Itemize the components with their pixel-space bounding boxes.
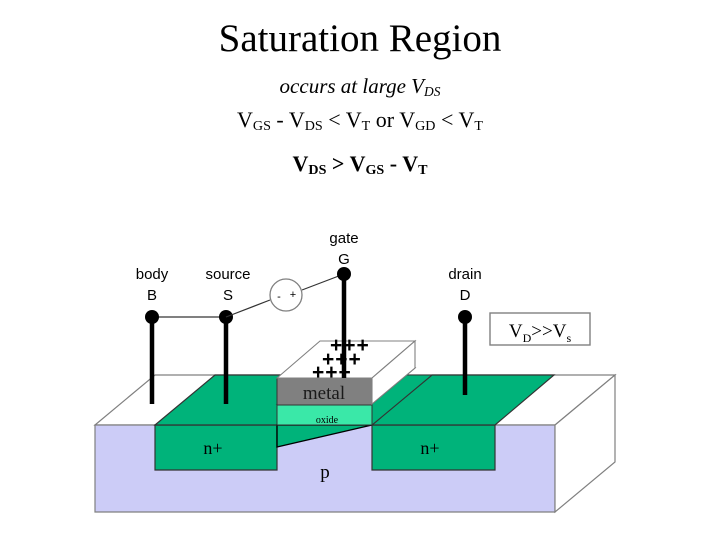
gate-terminal-dot[interactable]	[337, 267, 351, 281]
eq1-v5-sub: T	[474, 118, 483, 135]
eq1-v2: V	[288, 107, 305, 132]
eq1-op4: <	[440, 107, 454, 132]
page-title: Saturation Region	[218, 17, 502, 60]
equation-line-2: VDS > VGS - VT	[0, 150, 720, 184]
oxide-label: oxide	[316, 415, 339, 426]
equation-line-1: VGS - VDS < VT or VGD < VT	[0, 106, 720, 140]
voltage-source-plus: +	[290, 289, 296, 301]
metal-gate-front	[276, 377, 373, 406]
drain-terminal-symbol: D	[460, 287, 471, 304]
source-terminal-name: source	[205, 266, 250, 283]
gate-source-wire-left	[225, 299, 271, 318]
eq2-v1-sub: DS	[308, 162, 327, 179]
eq1-op2: <	[328, 107, 341, 132]
eq1-v5: V	[458, 107, 475, 132]
eq2-v3-sub: T	[418, 162, 428, 179]
eq1-op1: -	[276, 107, 284, 132]
condition-box-text: VD>>Vs	[509, 321, 572, 345]
charge-row-bottom: +++	[312, 361, 352, 384]
eq1-v4-sub: GD	[415, 118, 436, 135]
source-ndiff-label: n+	[203, 438, 222, 458]
eq1-v1: V	[237, 107, 253, 132]
voltage-source-symbol[interactable]	[269, 278, 303, 312]
eq1-v3-sub: T	[361, 118, 371, 135]
eq2-op1: >	[331, 151, 345, 176]
condition-box	[489, 312, 591, 346]
drain-terminal-dot[interactable]	[458, 310, 472, 324]
subtitle-text: occurs at large V	[279, 74, 424, 98]
charge-row-middle: +++	[322, 348, 362, 371]
gate-terminal-name: gate	[329, 230, 358, 247]
condition-v2-sub: s	[566, 331, 571, 345]
eq2-v2: V	[349, 151, 366, 176]
voltage-source-minus: -	[277, 291, 281, 303]
subtitle-sub: DS	[424, 83, 441, 99]
condition-v1: V	[509, 321, 523, 342]
substrate-label: p	[320, 462, 330, 483]
substrate-right-face	[554, 373, 616, 514]
condition-v2: V	[553, 321, 567, 342]
charge-row-top: +++	[330, 334, 370, 357]
source-terminal-symbol: S	[223, 287, 233, 304]
body-terminal-name: body	[136, 266, 169, 283]
eq1-v1-sub: GS	[252, 118, 271, 135]
eq1-v2-sub: DS	[304, 118, 323, 135]
eq2-op2: -	[389, 151, 398, 176]
eq1-v3: V	[345, 107, 362, 132]
condition-v1-sub: D	[523, 331, 532, 345]
eq1-v4: V	[399, 107, 416, 132]
eq2-v1: V	[292, 151, 309, 176]
drain-ndiff-label: n+	[420, 438, 439, 458]
drain-terminal-name: drain	[448, 266, 481, 283]
gate-source-wire-right	[301, 273, 345, 291]
body-terminal-symbol: B	[147, 287, 157, 304]
condition-op: >>	[531, 321, 552, 342]
metal-label: metal	[303, 383, 345, 404]
gate-terminal-symbol: G	[338, 251, 350, 268]
eq2-v3: V	[402, 151, 419, 176]
body-terminal-dot[interactable]	[145, 310, 159, 324]
eq1-op3: or	[375, 107, 395, 132]
metal-gate-right-face	[371, 339, 416, 406]
subtitle: occurs at large VDS	[0, 74, 720, 104]
eq2-v2-sub: GS	[365, 162, 385, 179]
